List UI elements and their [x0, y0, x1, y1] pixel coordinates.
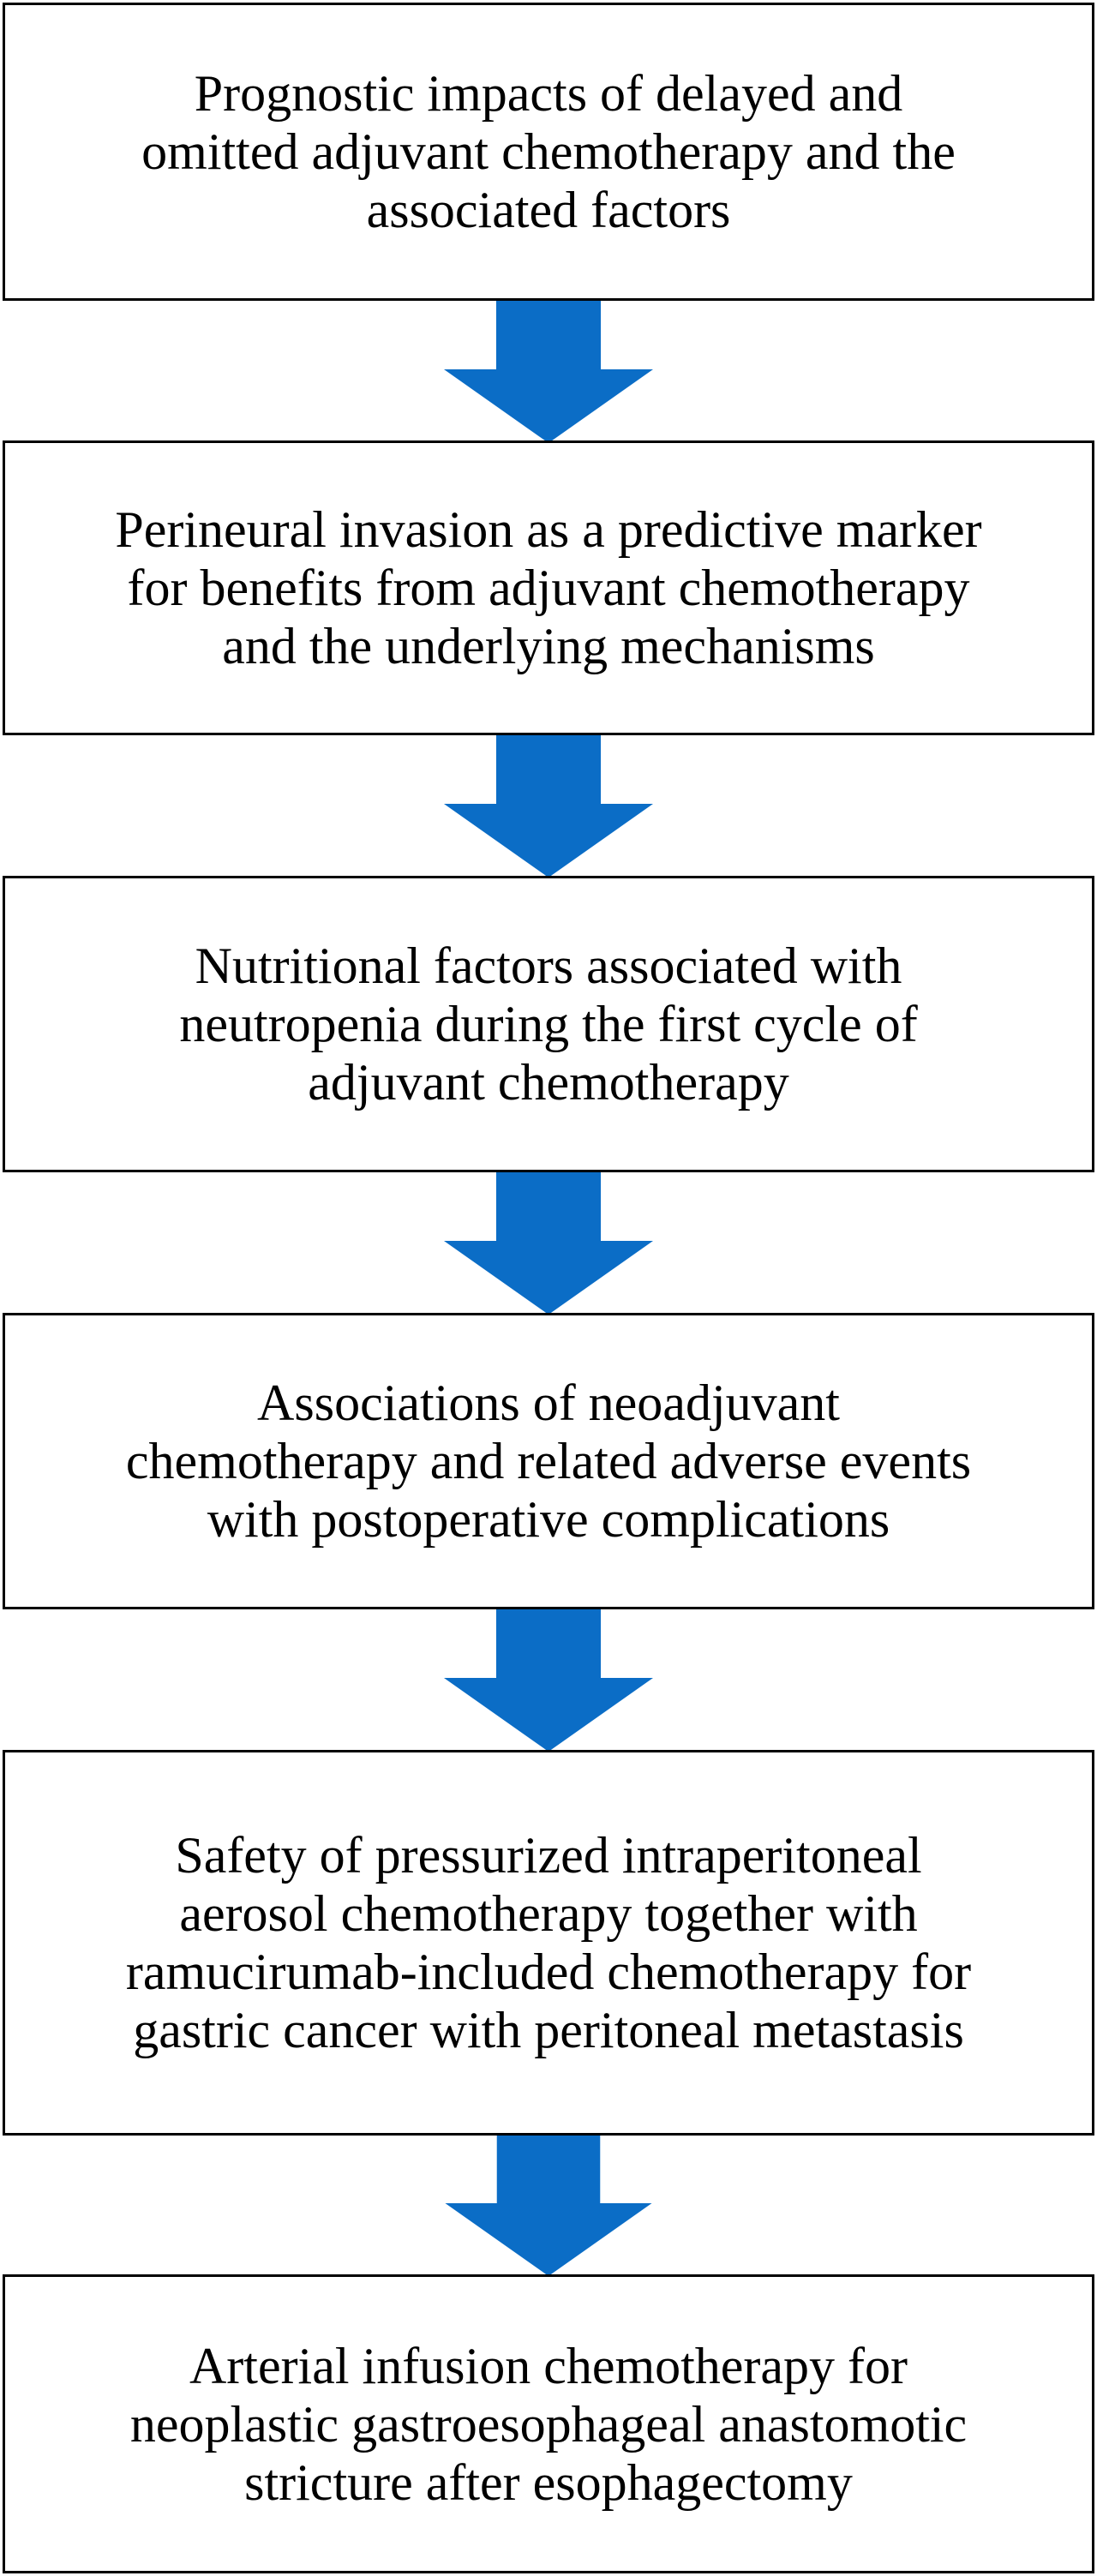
flow-step-3-text: Nutritional factors associated with neut…	[179, 938, 918, 1111]
down-arrow-icon	[444, 1172, 653, 1315]
flow-step-4-text: Associations of neoadjuvant chemotherapy…	[125, 1375, 972, 1548]
flow-step-5: Safety of pressurized intraperitoneal ae…	[3, 1750, 1094, 2136]
down-arrow-icon	[444, 735, 653, 878]
flow-step-2-text: Perineural invasion as a predictive mark…	[115, 501, 982, 674]
flow-step-1: Prognostic impacts of delayed and omitte…	[3, 3, 1094, 301]
flow-step-6-text: Arterial infusion chemotherapy for neopl…	[129, 2337, 968, 2511]
down-arrow-icon	[444, 301, 653, 443]
flow-step-3: Nutritional factors associated with neut…	[3, 876, 1094, 1172]
flow-step-1-text: Prognostic impacts of delayed and omitte…	[141, 65, 956, 238]
flow-step-5-text: Safety of pressurized intraperitoneal ae…	[125, 1827, 972, 2058]
down-arrow-icon	[444, 1609, 653, 1752]
flow-step-6: Arterial infusion chemotherapy for neopl…	[3, 2274, 1094, 2573]
down-arrow-icon	[444, 2136, 653, 2278]
flow-step-4: Associations of neoadjuvant chemotherapy…	[3, 1313, 1094, 1609]
flow-step-2: Perineural invasion as a predictive mark…	[3, 440, 1094, 735]
